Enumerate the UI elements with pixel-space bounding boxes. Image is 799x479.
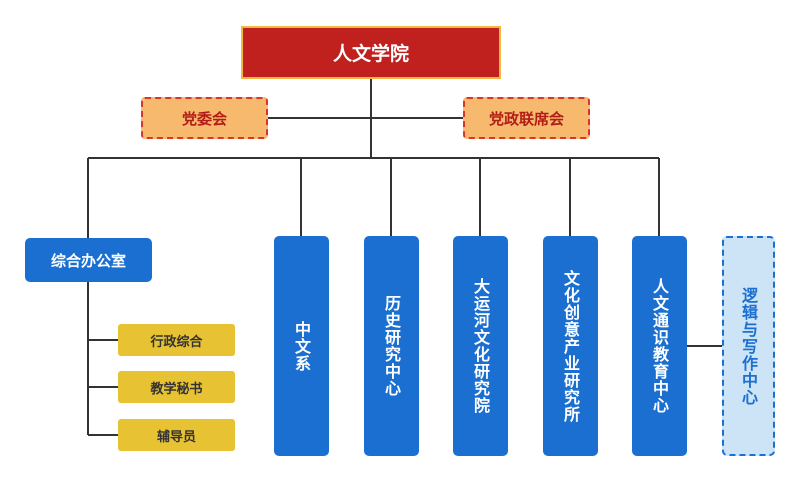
subunit-teaching-secretary: 教学秘书 bbox=[118, 371, 235, 403]
subunit-administration: 行政综合 bbox=[118, 324, 235, 356]
dept-history-center: 历史研究中心 bbox=[364, 236, 419, 456]
council-joint-meeting: 党政联席会 bbox=[463, 97, 590, 139]
root-unit: 人文学院 bbox=[241, 26, 501, 79]
general-office: 综合办公室 bbox=[25, 238, 152, 282]
dept-logic-writing-center: 逻辑与写作中心 bbox=[722, 236, 775, 456]
subunit-counselor: 辅导员 bbox=[118, 419, 235, 451]
dept-chinese: 中文系 bbox=[274, 236, 329, 456]
dept-grand-canal-institute: 大运河文化研究院 bbox=[453, 236, 508, 456]
council-party-committee: 党委会 bbox=[141, 97, 268, 139]
dept-general-education-center: 人文通识教育中心 bbox=[632, 236, 687, 456]
dept-cultural-creative-institute: 文化创意产业研究所 bbox=[543, 236, 598, 456]
